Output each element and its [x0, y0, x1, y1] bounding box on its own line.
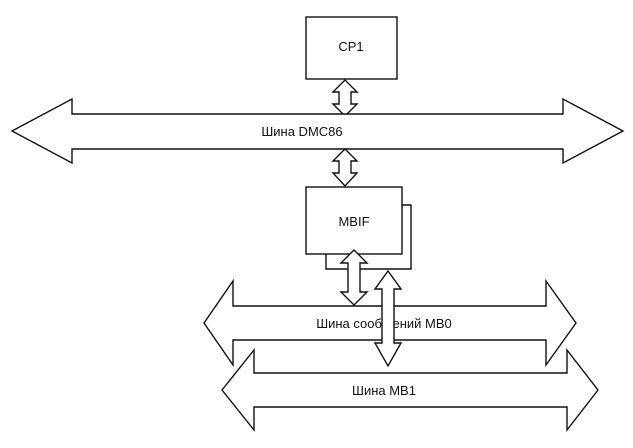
- mbif-label: MBIF: [338, 214, 369, 229]
- mbif-to-mb0-link-arrow: [339, 249, 369, 306]
- cp1-label: CP1: [338, 39, 363, 54]
- cp1-block-frame: [305, 16, 398, 80]
- dmc86-bus: Шина DMC86: [10, 97, 625, 165]
- cp1-to-dmc86-link-arrow: [331, 79, 359, 117]
- mb1-bus: Шина MB1: [221, 347, 599, 433]
- dmc86-bus-arrow: [10, 97, 625, 165]
- mb1-bus-arrow: [221, 347, 599, 433]
- dmc86-bus-label: Шина DMC86: [261, 124, 342, 139]
- dmc86-to-mbif-link-arrow: [331, 148, 359, 188]
- mb1-bus-label: Шина MB1: [352, 383, 416, 398]
- cp1-block: CP1: [305, 16, 398, 80]
- mbif-to-mb1-link-arrow: [373, 269, 403, 368]
